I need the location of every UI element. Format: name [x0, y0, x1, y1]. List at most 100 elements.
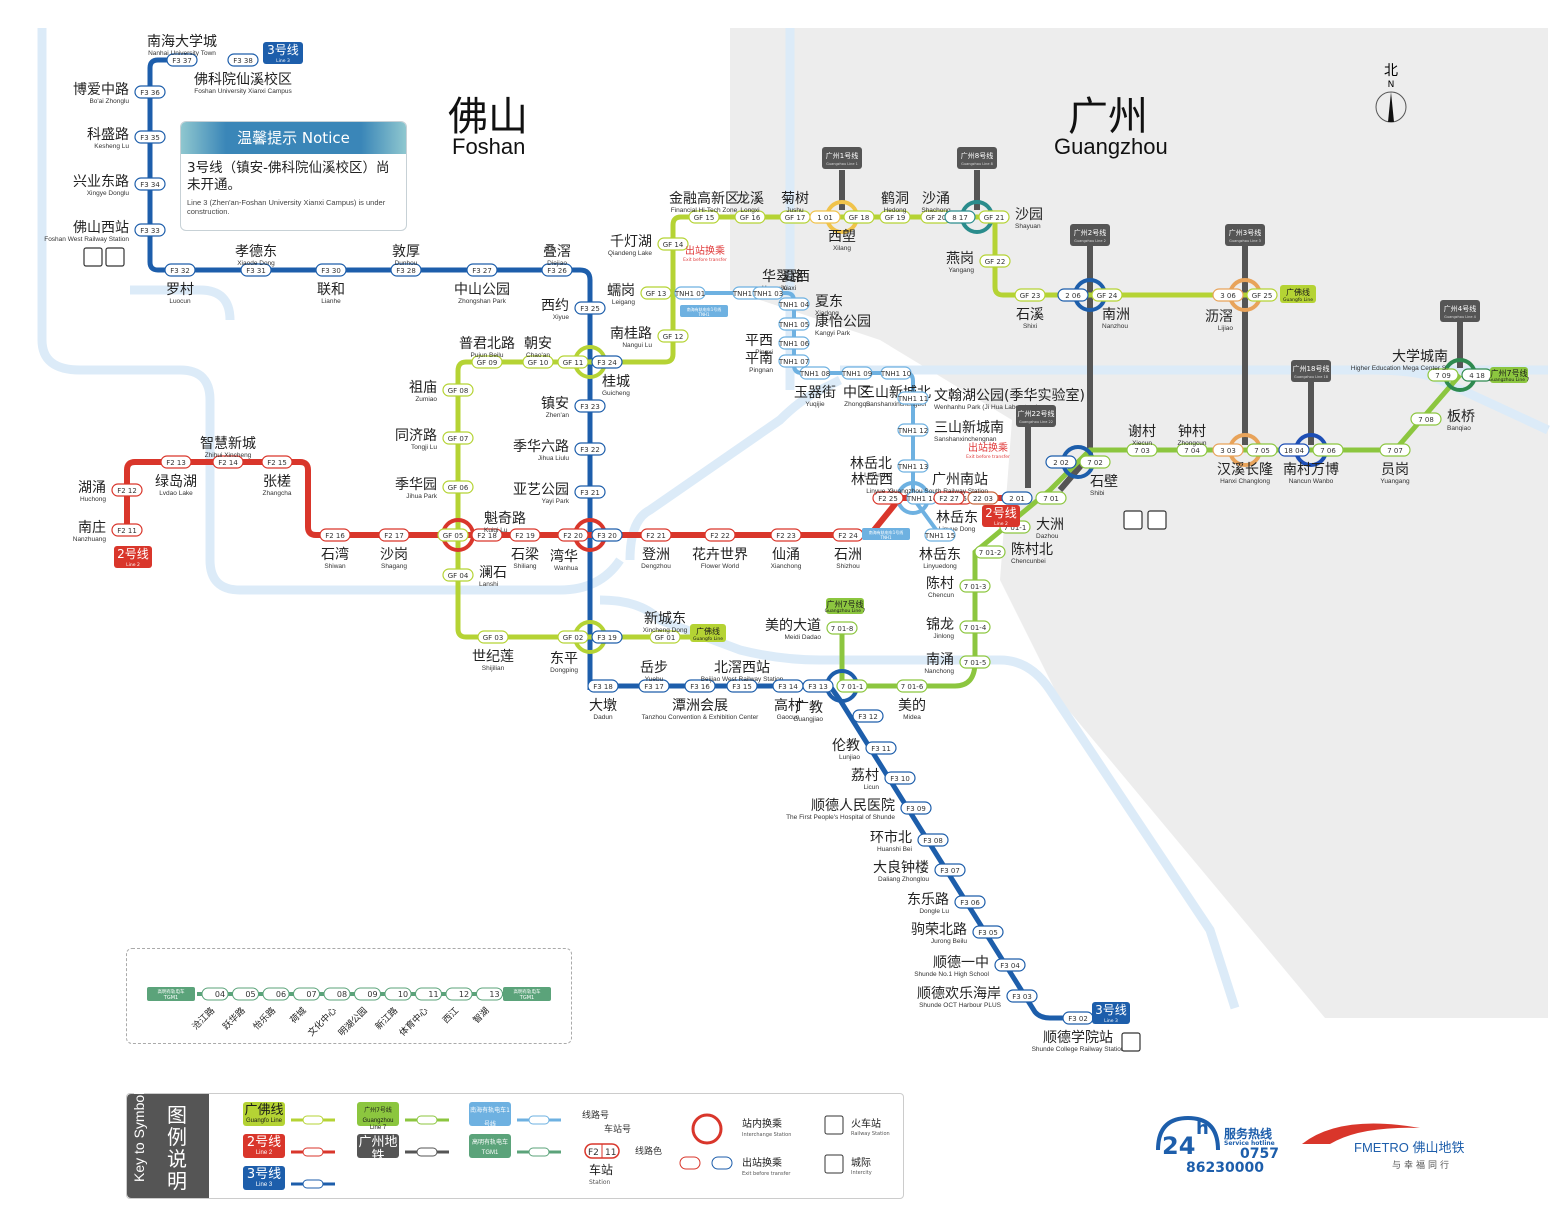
- tgm1-station[interactable]: [415, 987, 442, 1001]
- tgm1-station[interactable]: [293, 987, 320, 1001]
- station[interactable]: F3 12: [852, 709, 884, 723]
- tgm1-station[interactable]: [476, 987, 503, 1001]
- tgm1-station[interactable]: [232, 987, 259, 1001]
- tgm1-station[interactable]: [323, 987, 351, 1001]
- tgm1-station[interactable]: [445, 987, 473, 1001]
- tgm1-station[interactable]: [262, 987, 290, 1001]
- tgm1-station[interactable]: [384, 987, 412, 1001]
- tgm1-station[interactable]: [201, 987, 229, 1001]
